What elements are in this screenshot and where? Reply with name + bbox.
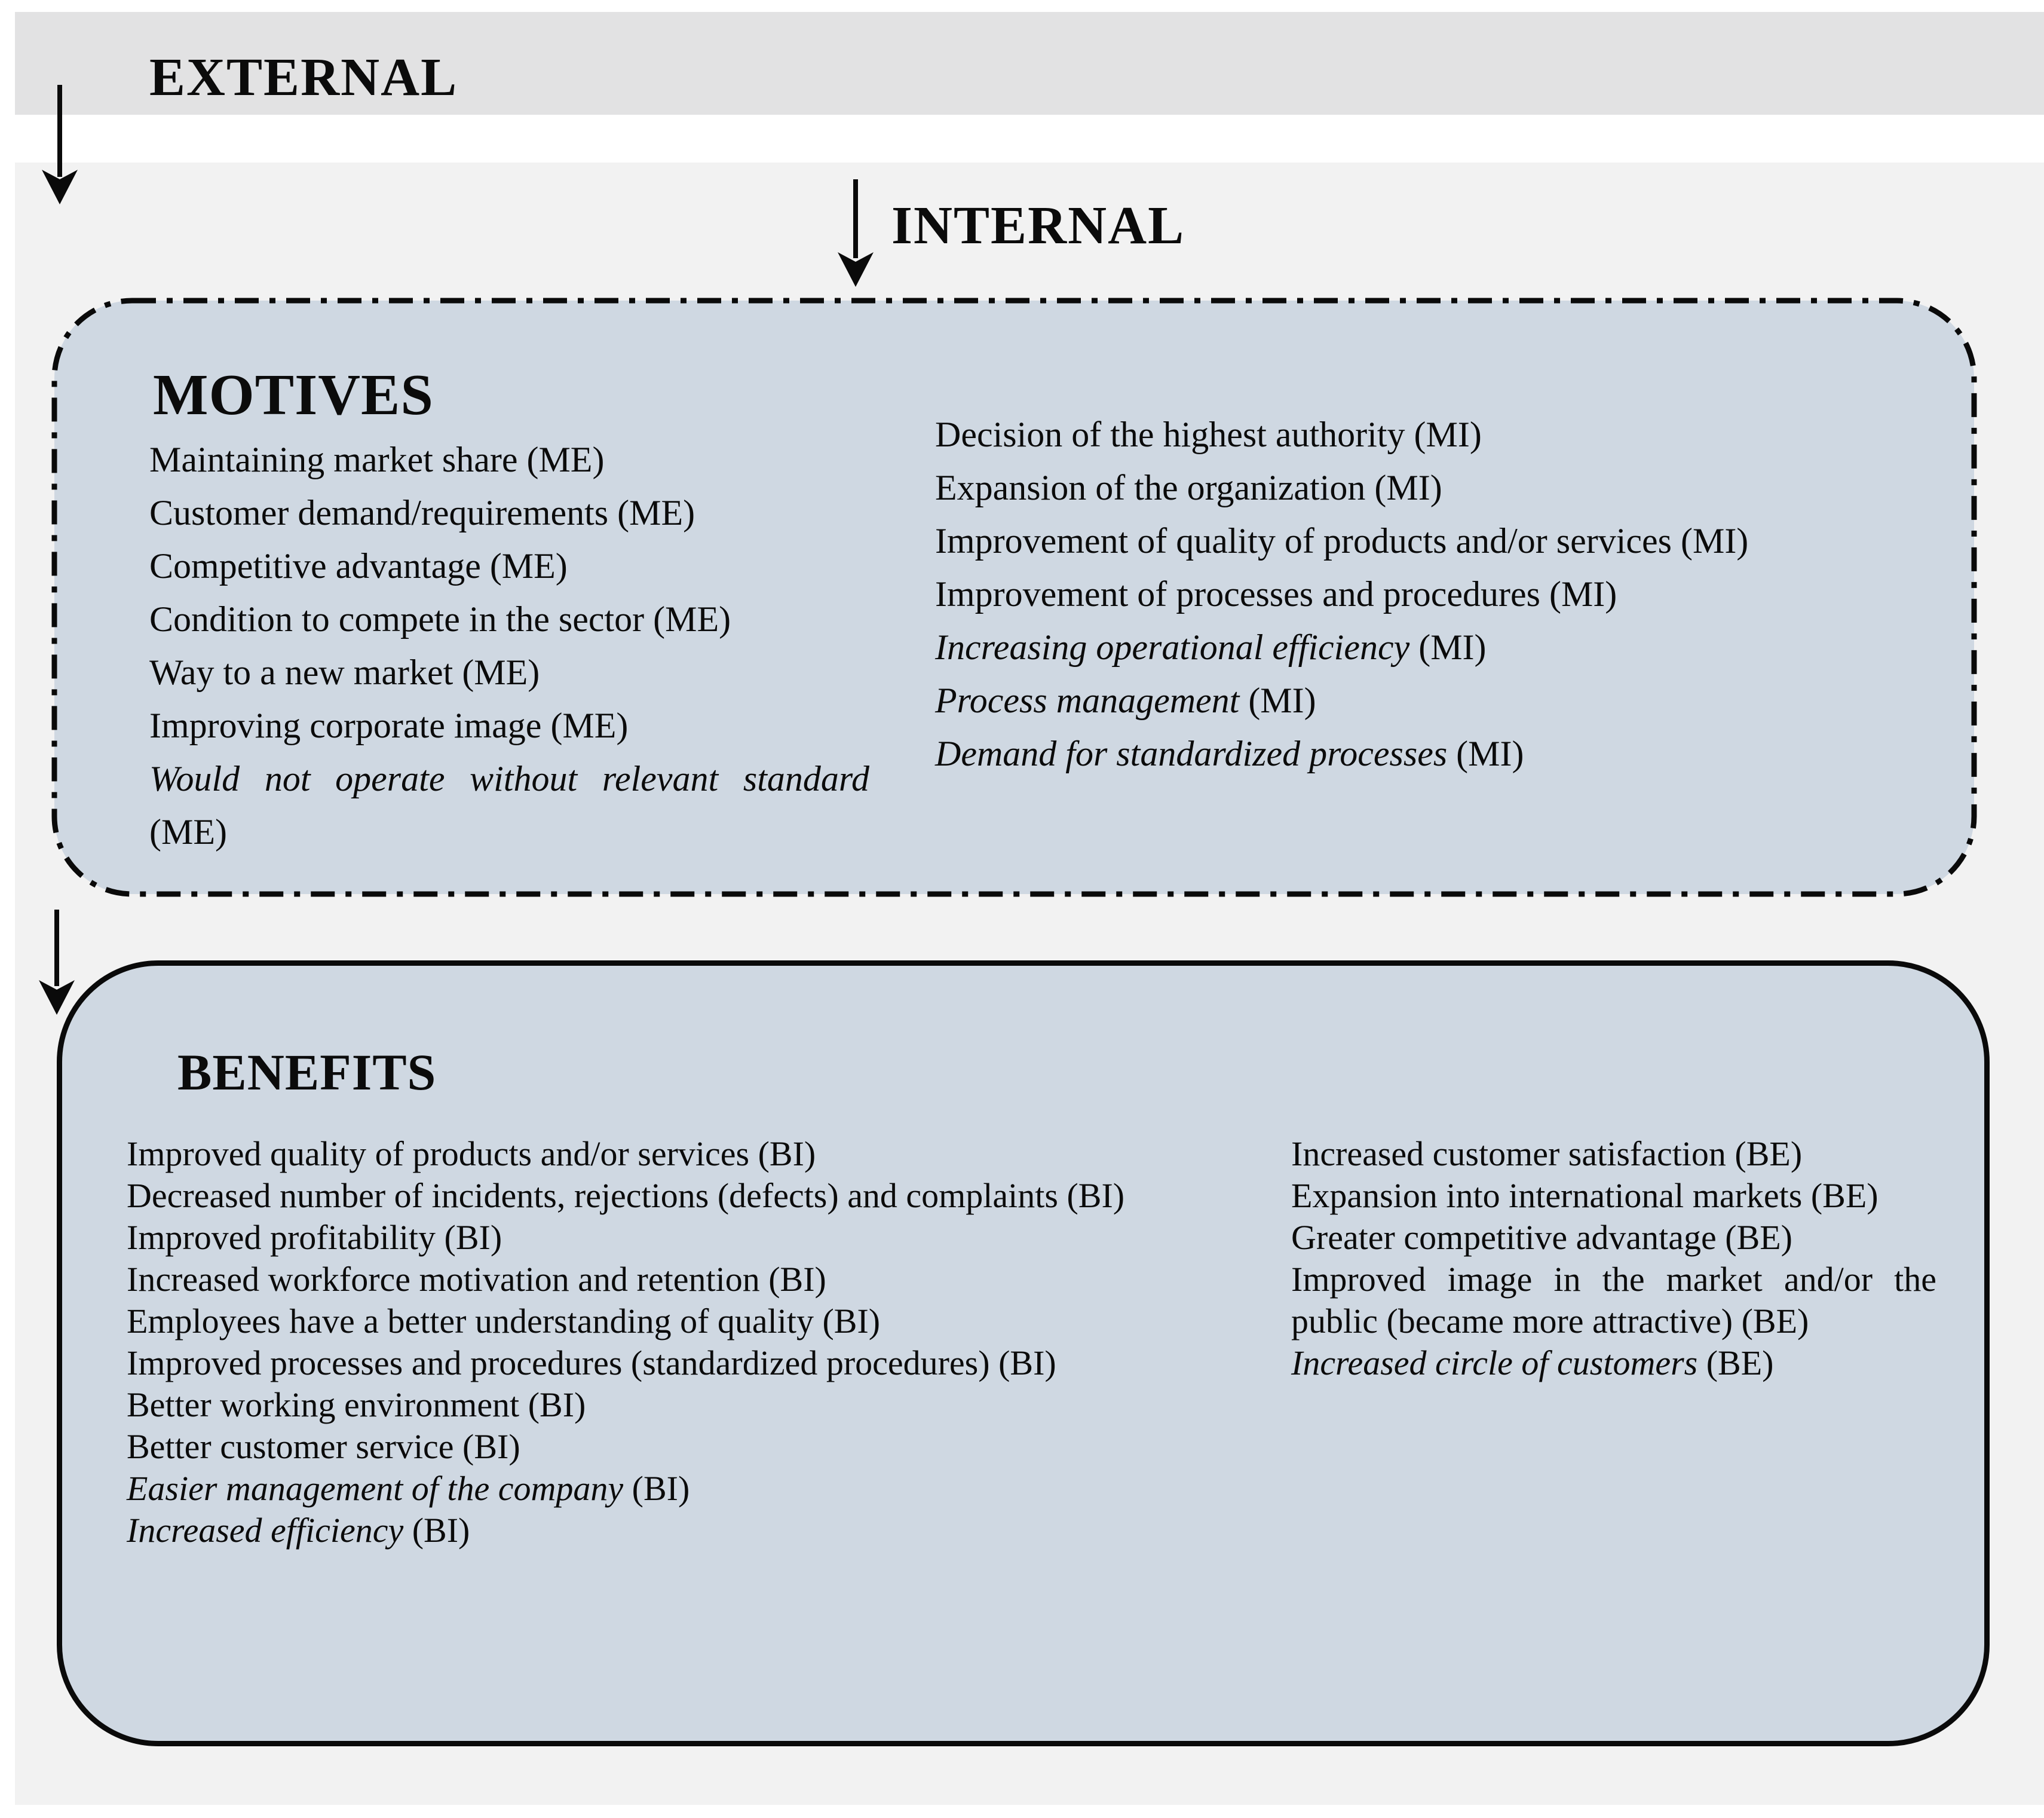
item-text: Maintaining market share <box>149 440 518 479</box>
item-code: (BI) <box>998 1343 1056 1382</box>
item-text: Increasing operational efficiency <box>935 628 1410 667</box>
item-code: (BE) <box>1725 1218 1792 1257</box>
list-item: Would not operate without relevant stand… <box>149 752 869 859</box>
item-code: (BI) <box>758 1134 816 1173</box>
motives-title: MOTIVES <box>153 363 434 427</box>
benefits-internal-column: Improved quality of products and/or serv… <box>127 1133 1256 1551</box>
item-text: Improved processes and procedures (stand… <box>127 1343 990 1382</box>
list-item: Better working environment (BI) <box>127 1384 1256 1426</box>
item-code: (ME) <box>149 812 227 852</box>
benefits-box: BENEFITS Improved quality of products an… <box>57 960 1990 1746</box>
item-code: (MI) <box>1456 734 1524 773</box>
list-item: Expansion into international markets (BE… <box>1291 1175 1936 1217</box>
list-item: Increasing operational efficiency (MI) <box>935 621 1870 674</box>
item-code: (BI) <box>528 1385 586 1424</box>
item-text: Expansion into international markets <box>1291 1176 1803 1215</box>
item-code: (ME) <box>489 546 568 586</box>
item-text: Competitive advantage <box>149 546 481 586</box>
item-text: Increased workforce motivation and reten… <box>127 1260 760 1299</box>
item-text: Improvement of processes and procedures <box>935 574 1540 614</box>
item-text: Improved quality of products and/or serv… <box>127 1134 750 1173</box>
list-item: Easier management of the company (BI) <box>127 1468 1256 1510</box>
item-text: Improvement of quality of products and/o… <box>935 521 1672 561</box>
motives-internal-column: Decision of the highest authority (MI)Ex… <box>935 408 1870 781</box>
list-item: Employees have a better understanding of… <box>127 1300 1256 1342</box>
list-item: Improved profitability (BI) <box>127 1217 1256 1259</box>
item-text: Decreased number of incidents, rejection… <box>127 1176 1058 1215</box>
item-code: (BI) <box>444 1218 502 1257</box>
item-text: Increased efficiency <box>127 1511 404 1550</box>
list-item: Way to a new market (ME) <box>149 646 869 699</box>
item-text: Improved image in the market and/or the … <box>1291 1260 1936 1340</box>
list-item: Improved image in the market and/or the … <box>1291 1259 1936 1342</box>
list-item: Customer demand/requirements (ME) <box>149 486 869 540</box>
internal-label: INTERNAL <box>891 196 1185 255</box>
motives-dashdot-border <box>51 298 1977 897</box>
item-code: (BE) <box>1706 1343 1774 1382</box>
benefits-external-column: Increased customer satisfaction (BE)Expa… <box>1291 1133 1936 1384</box>
list-item: Improved processes and procedures (stand… <box>127 1342 1256 1384</box>
list-item: Improvement of processes and procedures … <box>935 568 1870 621</box>
item-code: (BI) <box>822 1302 881 1340</box>
item-text: Better customer service <box>127 1427 454 1466</box>
item-text: Increased customer satisfaction <box>1291 1134 1726 1173</box>
item-code: (MI) <box>1549 574 1617 614</box>
list-item: Increased workforce motivation and reten… <box>127 1259 1256 1300</box>
item-text: Would not operate without relevant stand… <box>149 759 869 798</box>
item-text: Greater competitive advantage <box>1291 1218 1717 1257</box>
item-code: (BE) <box>1810 1176 1878 1215</box>
item-code: (BE) <box>1735 1134 1803 1173</box>
item-code: (BI) <box>462 1427 520 1466</box>
item-code: (BI) <box>632 1469 690 1508</box>
item-text: Expansion of the organization <box>935 468 1366 507</box>
list-item: Competitive advantage (ME) <box>149 540 869 593</box>
item-code: (ME) <box>462 653 540 692</box>
item-code: (ME) <box>526 440 605 479</box>
item-code: (ME) <box>550 706 629 745</box>
item-text: Improving corporate image <box>149 706 542 745</box>
motives-box: MOTIVES Maintaining market share (ME)Cus… <box>51 297 1978 898</box>
item-text: Improved profitability <box>127 1218 436 1257</box>
item-code: (MI) <box>1374 468 1442 507</box>
motives-external-column: Maintaining market share (ME)Customer de… <box>149 433 869 859</box>
external-label: EXTERNAL <box>149 48 458 107</box>
list-item: Process management (MI) <box>935 674 1870 727</box>
item-text: Customer demand/requirements <box>149 493 609 532</box>
item-text: Condition to compete in the sector <box>149 599 645 639</box>
list-item: Improvement of quality of products and/o… <box>935 515 1870 568</box>
list-item: Condition to compete in the sector (ME) <box>149 593 869 646</box>
list-item: Maintaining market share (ME) <box>149 433 869 486</box>
list-item: Expansion of the organization (MI) <box>935 461 1870 515</box>
item-code: (BE) <box>1741 1302 1809 1340</box>
list-item: Decision of the highest authority (MI) <box>935 408 1870 461</box>
item-text: Way to a new market <box>149 653 453 692</box>
item-code: (BI) <box>1067 1176 1125 1215</box>
item-text: Demand for standardized processes <box>935 734 1448 773</box>
list-item: Increased circle of customers (BE) <box>1291 1342 1936 1384</box>
item-code: (MI) <box>1248 681 1316 720</box>
list-item: Better customer service (BI) <box>127 1426 1256 1468</box>
benefits-title: BENEFITS <box>177 1043 437 1101</box>
item-code: (BI) <box>412 1511 470 1550</box>
list-item: Increased customer satisfaction (BE) <box>1291 1133 1936 1175</box>
item-text: Easier management of the company <box>127 1469 624 1508</box>
list-item: Demand for standardized processes (MI) <box>935 727 1870 781</box>
item-text: Process management <box>935 681 1240 720</box>
item-code: (MI) <box>1681 521 1749 561</box>
item-code: (MI) <box>1418 628 1487 667</box>
item-code: (ME) <box>653 599 731 639</box>
list-item: Decreased number of incidents, rejection… <box>127 1175 1256 1217</box>
list-item: Improved quality of products and/or serv… <box>127 1133 1256 1175</box>
item-text: Decision of the highest authority <box>935 415 1405 454</box>
item-text: Employees have a better understanding of… <box>127 1302 814 1340</box>
item-code: (MI) <box>1414 415 1482 454</box>
item-text: Increased circle of customers <box>1291 1343 1698 1382</box>
list-item: Increased efficiency (BI) <box>127 1510 1256 1551</box>
list-item: Improving corporate image (ME) <box>149 699 869 752</box>
item-code: (BI) <box>768 1260 826 1299</box>
external-band <box>15 12 2044 115</box>
list-item: Greater competitive advantage (BE) <box>1291 1217 1936 1259</box>
item-text: Better working environment <box>127 1385 520 1424</box>
item-code: (ME) <box>617 493 695 532</box>
